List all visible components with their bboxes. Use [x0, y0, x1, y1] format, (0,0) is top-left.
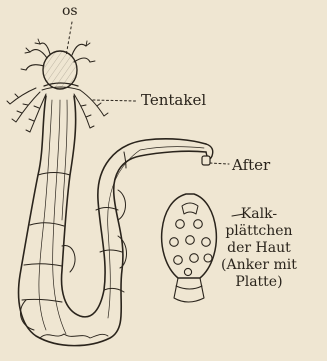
calcareous-plate — [162, 194, 217, 302]
tentacle-crown — [7, 83, 108, 132]
label-after: After — [232, 156, 270, 174]
label-kalk-line: plättchen — [221, 223, 297, 240]
label-kalkplaettchen: Kalk- plättchen der Haut (Anker mit Plat… — [221, 206, 297, 291]
after-leader — [210, 163, 229, 164]
os-leader — [66, 22, 72, 56]
label-kalk-line: der Haut — [221, 240, 297, 257]
label-kalk-line: Kalk- — [221, 206, 297, 223]
label-tentakel: Tentakel — [141, 91, 206, 109]
oral-head — [21, 39, 95, 89]
label-os: os — [62, 2, 78, 20]
tentakel-leader — [93, 100, 136, 101]
label-kalk-line: Platte) — [221, 274, 297, 291]
label-kalk-line: (Anker mit — [221, 257, 297, 274]
